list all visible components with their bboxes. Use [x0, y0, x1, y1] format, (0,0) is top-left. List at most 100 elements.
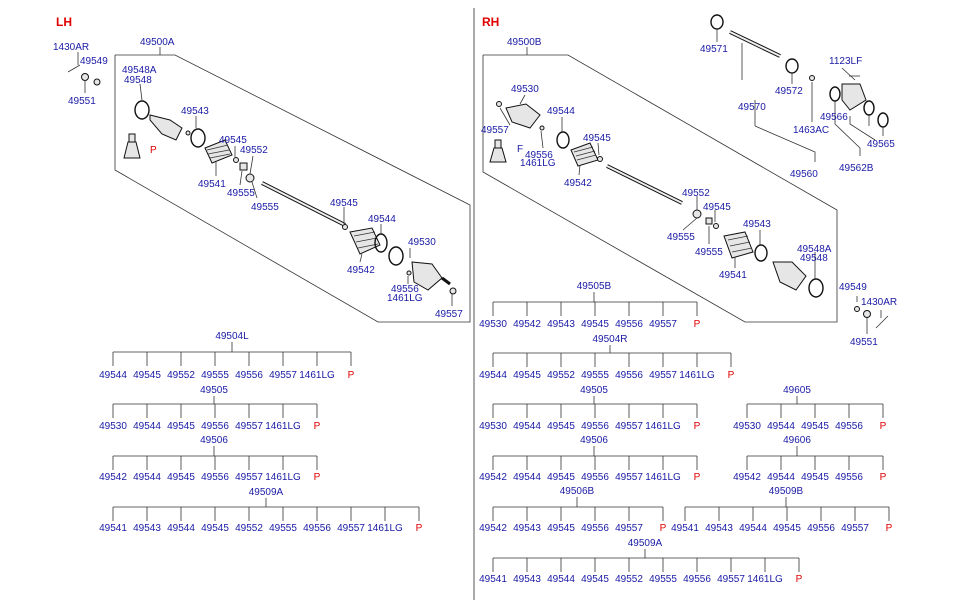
kit-item: 49530	[479, 319, 507, 330]
kit-title: 49506	[200, 435, 228, 446]
rh-label-1463ac: 1463AC	[793, 125, 829, 136]
lh-label-49541: 49541	[198, 179, 226, 190]
rh-label-49565: 49565	[867, 139, 895, 150]
kit-item: 49530	[733, 421, 761, 432]
kit-item: 49545	[801, 421, 829, 432]
kit-item: 49557	[235, 472, 263, 483]
kit-item: P	[314, 472, 321, 483]
kit-item: 49556	[615, 319, 643, 330]
rh-label-49545-b: 49545	[703, 202, 731, 213]
kit-item: 49542	[733, 472, 761, 483]
kit-item: 49552	[167, 370, 195, 381]
lh-assembly: 1430AR 49549 49551 49500A 49548A 49548 4…	[53, 37, 471, 323]
rh-label-49570: 49570	[738, 102, 766, 113]
kit-item: 49556	[581, 472, 609, 483]
kit-item: 49542	[99, 472, 127, 483]
kit-item: 49530	[479, 421, 507, 432]
rh-label-49530: 49530	[511, 84, 539, 95]
rh-label-49548: 49548	[800, 253, 828, 264]
kit-item: 49545	[547, 472, 575, 483]
kit-item: P	[348, 370, 355, 381]
kit-item: 49556	[581, 421, 609, 432]
kit-item: 49556	[683, 574, 711, 585]
kit-item: 49557	[235, 421, 263, 432]
kit-item: P	[694, 472, 701, 483]
rh-label-49552: 49552	[682, 188, 710, 199]
kit-title: 49509A	[249, 487, 284, 498]
kit-title: 49509A	[628, 538, 663, 549]
kit-item: 49543	[705, 523, 733, 534]
kit-item: 1461LG	[645, 472, 681, 483]
rh-label-49500b: 49500B	[507, 37, 542, 48]
kit-item: 49545	[801, 472, 829, 483]
rh-label-49560: 49560	[790, 169, 818, 180]
kit-item: 49556	[835, 421, 863, 432]
kit-title: 49606	[783, 435, 811, 446]
kit-item: 49556	[303, 523, 331, 534]
kit-item: 49543	[547, 319, 575, 330]
lh-label-1430ar: 1430AR	[53, 42, 89, 53]
kit-item: 49543	[133, 523, 161, 534]
rh-label-1123lf: 1123LF	[829, 56, 862, 67]
kit-item: 49556	[615, 370, 643, 381]
rh-label-49545: 49545	[583, 133, 611, 144]
kit-item: 49530	[99, 421, 127, 432]
rh-label-49543: 49543	[743, 219, 771, 230]
rh-label-1461lg: 1461LG	[520, 158, 556, 169]
kit-item: 49556	[235, 370, 263, 381]
kit-item: 49557	[649, 370, 677, 381]
kit-item: 49555	[201, 370, 229, 381]
rh-label-49548a: 49548A	[797, 244, 832, 255]
kit-title: 49504R	[592, 334, 627, 345]
kit-item: 49545	[581, 574, 609, 585]
kit-title: 49505B	[577, 281, 612, 292]
kit-item: 49557	[841, 523, 869, 534]
kit-item: 49556	[835, 472, 863, 483]
kit-item: 49556	[201, 472, 229, 483]
kit-item: 49545	[167, 421, 195, 432]
kit-item: 49552	[547, 370, 575, 381]
lh-label-49543: 49543	[181, 106, 209, 117]
kit-item: 1461LG	[367, 523, 403, 534]
kit-item: 49556	[581, 523, 609, 534]
kit-item: 49544	[513, 421, 541, 432]
kit-item: 49557	[615, 472, 643, 483]
kit-item: 49545	[773, 523, 801, 534]
lh-label-49500a: 49500A	[140, 37, 175, 48]
rh-label-49551: 49551	[850, 337, 878, 348]
kit-title: 49509B	[769, 486, 804, 497]
kit-item: 49545	[513, 370, 541, 381]
rh-label-49562b: 49562B	[839, 163, 874, 174]
kit-item: 49557	[337, 523, 365, 534]
kit-item: 49555	[269, 523, 297, 534]
kit-item: 49543	[513, 523, 541, 534]
rh-header: RH	[482, 15, 499, 29]
kit-item: 49542	[479, 472, 507, 483]
kit-item: 49545	[581, 319, 609, 330]
kit-item: 1461LG	[645, 421, 681, 432]
kit-item: 49541	[479, 574, 507, 585]
kit-item: 49555	[649, 574, 677, 585]
kit-item: 49544	[479, 370, 507, 381]
kit-item: 1461LG	[747, 574, 783, 585]
kit-item: 49556	[807, 523, 835, 534]
kit-item: 49552	[235, 523, 263, 534]
kit-item: 49541	[99, 523, 127, 534]
lh-label-1461lg: 1461LG	[387, 293, 423, 304]
kit-item: 49544	[167, 523, 195, 534]
lh-label-49555-b: 49555	[251, 202, 279, 213]
kit-item: 49545	[167, 472, 195, 483]
lh-label-49548: 49548	[124, 75, 152, 86]
kit-item: 49542	[513, 319, 541, 330]
rh-label-49556: 49556	[525, 150, 553, 161]
kit-item: 1461LG	[265, 421, 301, 432]
kit-title: 49506B	[560, 486, 595, 497]
